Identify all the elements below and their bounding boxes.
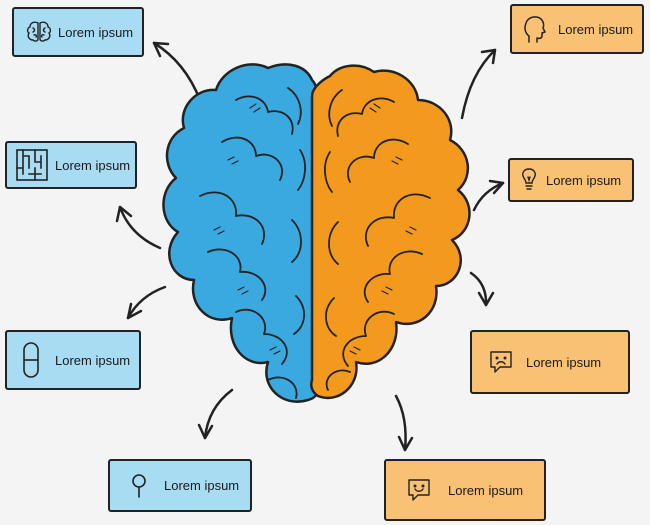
right-card-2-label: Lorem ipsum	[546, 172, 622, 188]
left-card-3-label: Lorem ipsum	[55, 352, 131, 368]
lightbulb-icon	[520, 167, 538, 193]
right-card-2: Lorem ipsum	[508, 158, 634, 202]
magnifier-icon	[130, 473, 148, 499]
brain-icon	[26, 20, 52, 44]
left-card-2: Lorem ipsum	[5, 141, 137, 189]
left-card-4-label: Lorem ipsum	[164, 478, 240, 493]
left-card-1: Lorem ipsum	[12, 7, 144, 57]
right-hemisphere	[310, 64, 471, 399]
arrow-to-card-4	[197, 388, 234, 440]
pill-icon	[21, 341, 41, 379]
right-card-3-label: Lorem ipsum	[526, 354, 602, 370]
left-card-2-label: Lorem ipsum	[55, 157, 131, 173]
maze-icon	[15, 148, 49, 182]
arrow-to-card-8	[394, 394, 414, 452]
right-card-3: Lorem ipsum	[470, 330, 630, 394]
right-card-1-label: Lorem ipsum	[558, 21, 634, 37]
right-card-4-label: Lorem ipsum	[448, 482, 524, 498]
head-profile-icon	[522, 14, 546, 44]
left-card-4: Lorem ipsum	[108, 459, 252, 512]
arrow-to-card-5	[460, 48, 497, 120]
left-card-1-label: Lorem ipsum	[58, 24, 134, 40]
happy-speech-bubble-icon	[406, 477, 432, 503]
right-card-1: Lorem ipsum	[510, 4, 644, 54]
arrow-to-card-7	[469, 271, 495, 307]
arrow-to-card-2	[115, 205, 162, 250]
arrow-to-card-3	[126, 285, 167, 320]
sad-speech-bubble-icon	[488, 349, 514, 375]
arrow-to-card-6	[472, 179, 505, 212]
right-card-4: Lorem ipsum	[384, 459, 546, 521]
left-hemisphere	[162, 63, 320, 403]
left-card-3: Lorem ipsum	[5, 330, 141, 390]
